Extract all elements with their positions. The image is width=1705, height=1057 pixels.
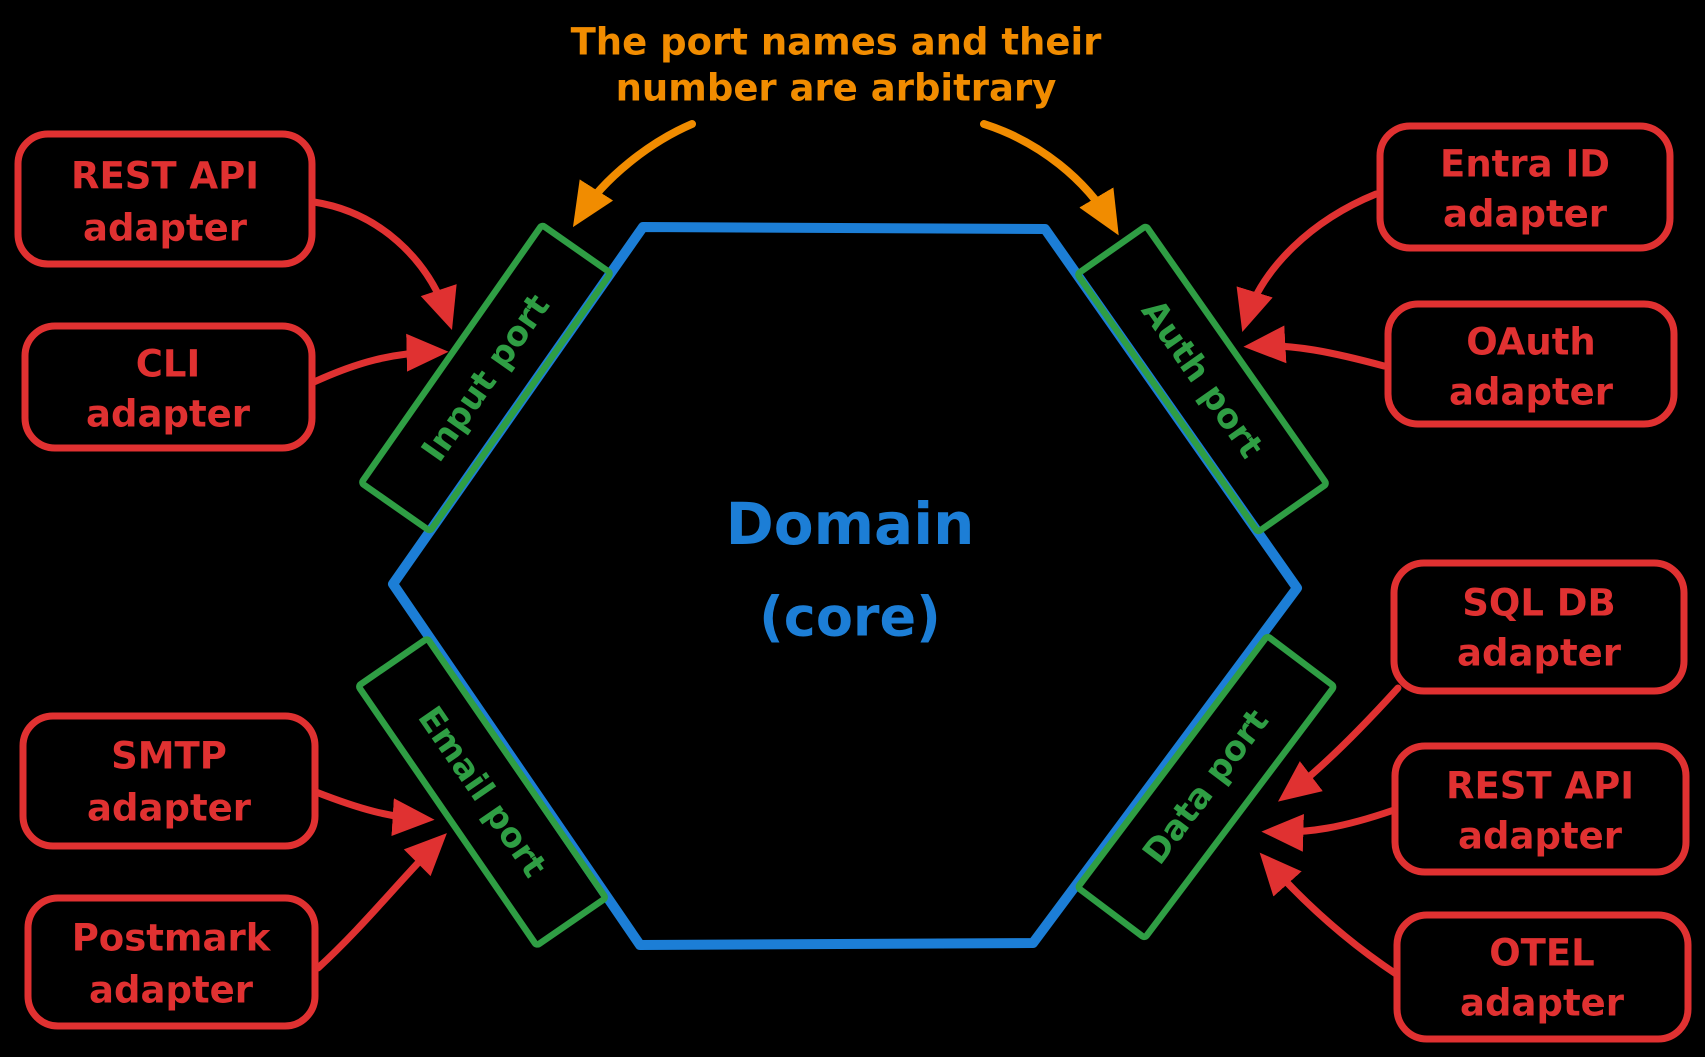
domain-core-qualifier: (core)	[759, 586, 941, 649]
annotation-arrow-to-input-port	[572, 120, 696, 228]
adapter-rest-api-left: REST API adapter	[14, 130, 316, 268]
arrow-otel-to-data-port	[1259, 852, 1400, 978]
annotation-line-1: The port names and their	[571, 21, 1103, 64]
adapter-rest-api-right-line1: REST API	[1446, 765, 1634, 808]
adapter-rest-api-left-line1: REST API	[71, 155, 259, 198]
adapter-smtp: SMTP adapter	[19, 712, 319, 850]
adapter-cli-line1: CLI	[136, 343, 201, 386]
email-port-box	[356, 636, 608, 948]
adapter-smtp-box	[19, 712, 319, 850]
arrow-smtp-to-email-port	[312, 788, 435, 837]
adapter-sql-db-box	[1390, 559, 1688, 695]
adapter-postmark-line1: Postmark	[72, 917, 272, 960]
domain-hexagon	[388, 222, 1302, 950]
annotation-arrow-to-auth-port	[980, 120, 1119, 236]
adapter-postmark-line2: adapter	[89, 969, 254, 1012]
adapter-rest-api-right: REST API adapter	[1391, 742, 1690, 876]
adapter-smtp-line1: SMTP	[111, 735, 227, 778]
arrow-entra-id-to-auth-port	[1236, 190, 1380, 333]
auth-port: Auth port	[1075, 223, 1329, 535]
auth-port-box	[1075, 223, 1329, 535]
adapter-rest-api-left-line2: adapter	[83, 207, 248, 250]
adapter-rest-api-right-line2: adapter	[1458, 815, 1623, 858]
input-port-box	[359, 222, 613, 534]
adapter-sql-db-line2: adapter	[1457, 632, 1622, 675]
arrow-cli-to-input-port	[310, 333, 449, 386]
adapter-entra-id: Entra ID adapter	[1376, 122, 1674, 252]
adapter-otel-line1: OTEL	[1489, 932, 1595, 975]
adapter-smtp-line2: adapter	[87, 787, 252, 830]
adapter-oauth-box	[1384, 300, 1678, 428]
annotation-line-2: number are arbitrary	[616, 67, 1057, 110]
arrow-postmark-to-email-port	[314, 833, 447, 972]
email-port: Email port	[356, 636, 608, 948]
domain-core-title: Domain	[726, 490, 975, 558]
adapter-sql-db: SQL DB adapter	[1390, 559, 1688, 695]
input-port: Input port	[359, 222, 613, 534]
adapter-postmark-box	[24, 894, 319, 1030]
adapter-rest-api-left-box	[14, 130, 316, 268]
arrow-sql-db-to-data-port	[1277, 684, 1402, 802]
adapter-entra-id-line1: Entra ID	[1440, 143, 1610, 186]
adapter-entra-id-line2: adapter	[1443, 193, 1608, 236]
data-port-box	[1075, 633, 1337, 941]
adapter-oauth-line2: adapter	[1449, 371, 1614, 414]
adapter-oauth-line1: OAuth	[1466, 321, 1595, 364]
adapter-cli-line2: adapter	[86, 393, 251, 436]
arrow-rest-api-left-to-input-port	[310, 198, 457, 330]
adapter-oauth: OAuth adapter	[1384, 300, 1678, 428]
adapter-sql-db-line1: SQL DB	[1462, 582, 1615, 625]
arrow-rest-api-right-to-data-port	[1261, 806, 1398, 852]
adapter-otel: OTEL adapter	[1393, 911, 1692, 1043]
arrow-oauth-to-auth-port	[1243, 325, 1388, 370]
adapter-postmark: Postmark adapter	[24, 894, 319, 1030]
adapter-cli-box	[21, 322, 316, 452]
annotation-note: The port names and their number are arbi…	[571, 21, 1119, 236]
adapter-entra-id-box	[1376, 122, 1674, 252]
adapter-cli: CLI adapter	[21, 322, 316, 452]
adapter-otel-line2: adapter	[1460, 982, 1625, 1025]
